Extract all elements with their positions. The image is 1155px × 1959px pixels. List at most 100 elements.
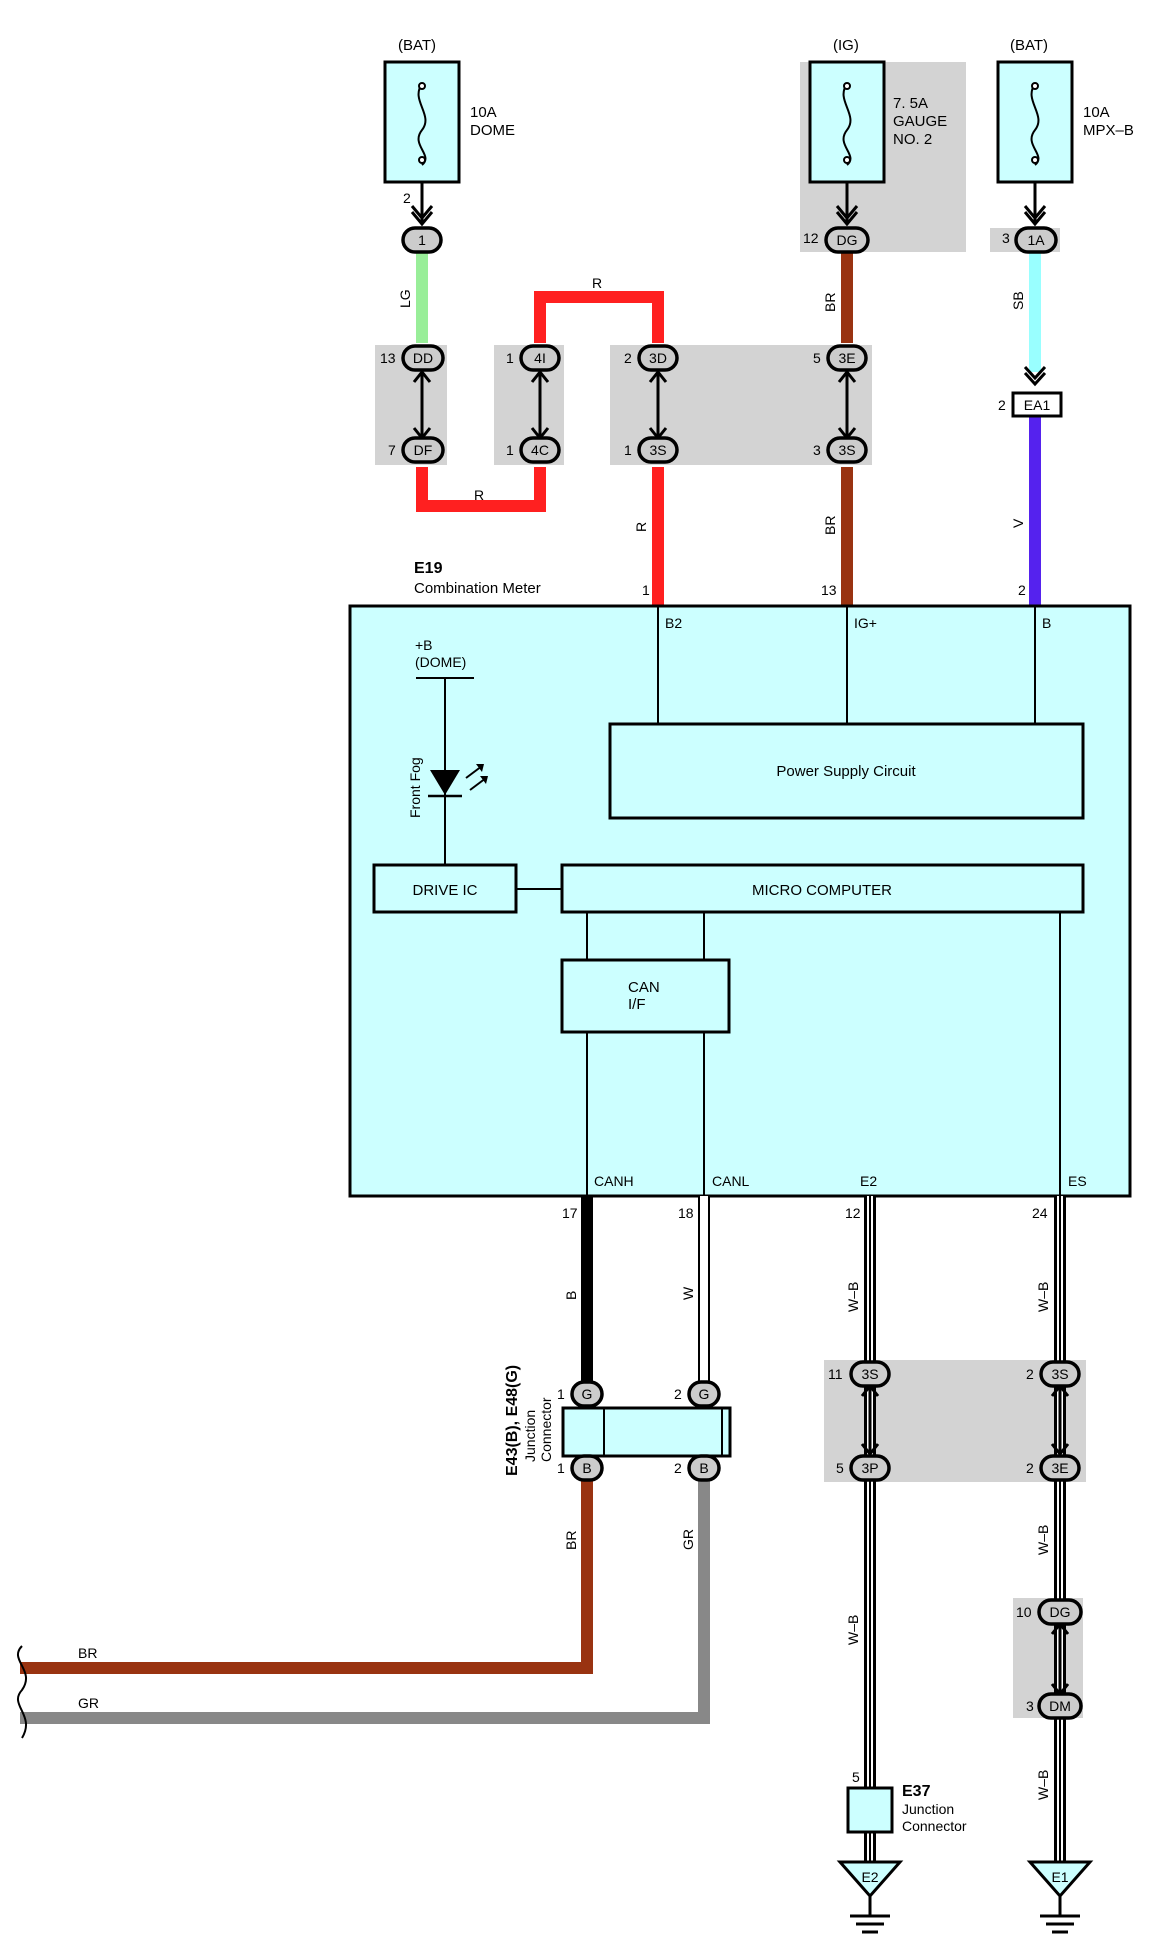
fuse-gauge-pin: 12 bbox=[803, 230, 819, 246]
meter-pin-13: 13 bbox=[821, 582, 837, 598]
wire-v-label: V bbox=[1010, 518, 1026, 528]
fuse-icon bbox=[417, 83, 427, 166]
svg-text:3: 3 bbox=[813, 442, 821, 458]
svg-text:13: 13 bbox=[380, 350, 396, 366]
svg-text:1A: 1A bbox=[1027, 232, 1045, 248]
double-arrows-top bbox=[412, 369, 857, 441]
svg-text:3S: 3S bbox=[861, 1366, 878, 1382]
svg-text:3: 3 bbox=[1026, 1698, 1034, 1714]
svg-text:11: 11 bbox=[828, 1366, 843, 1382]
ground-e1-icon: E1 bbox=[1026, 1860, 1094, 1934]
meter-pin-1: 1 bbox=[642, 582, 650, 598]
svg-text:2: 2 bbox=[998, 397, 1006, 413]
svg-text:1: 1 bbox=[506, 350, 514, 366]
svg-text:5: 5 bbox=[836, 1460, 844, 1476]
fuse-gauge-rating: 7. 5A bbox=[893, 95, 928, 112]
svg-text:2: 2 bbox=[1026, 1460, 1034, 1476]
fuse-mpx-rating: 10A bbox=[1083, 104, 1110, 121]
ground-e2-icon: E2 bbox=[836, 1860, 904, 1934]
svg-text:Connector: Connector bbox=[902, 1818, 967, 1834]
wire-br-left bbox=[20, 1478, 593, 1674]
power-supply-box bbox=[608, 722, 1085, 820]
fuse-mpx-name: MPX–B bbox=[1083, 122, 1134, 139]
connector-1: 1 bbox=[401, 226, 443, 254]
svg-text:2: 2 bbox=[1026, 1366, 1034, 1382]
fuse-icon bbox=[842, 83, 852, 166]
junction-e37: 5 E37 Junction Connector bbox=[846, 1769, 967, 1834]
wire-br-mid-label: BR bbox=[822, 516, 838, 535]
fuse-dome-name: DOME bbox=[470, 122, 515, 139]
connector-3s-bottom-right: 3S 2 bbox=[1026, 1360, 1081, 1388]
ea1-arrows bbox=[1023, 365, 1047, 387]
connector-1a: 1A bbox=[1014, 226, 1058, 254]
svg-text:DD: DD bbox=[413, 350, 433, 366]
svg-text:5: 5 bbox=[852, 1769, 860, 1785]
svg-text:1: 1 bbox=[557, 1460, 565, 1476]
wire-r-vert-label: R bbox=[633, 522, 649, 532]
connector-dm: DM 3 bbox=[1026, 1692, 1083, 1720]
svg-text:Connector: Connector bbox=[538, 1397, 554, 1462]
if-label: I/F bbox=[628, 996, 646, 1013]
wire-r-bottom bbox=[416, 467, 546, 512]
svg-text:2: 2 bbox=[674, 1386, 682, 1402]
connector-dg-top: DG bbox=[824, 226, 870, 254]
svg-text:Junction: Junction bbox=[522, 1410, 538, 1462]
svg-text:Junction: Junction bbox=[902, 1801, 954, 1817]
fuse-dome-rating: 10A bbox=[470, 104, 497, 121]
svg-text:3S: 3S bbox=[1051, 1366, 1068, 1382]
svg-text:7: 7 bbox=[388, 442, 396, 458]
drive-ic-label: DRIVE IC bbox=[412, 882, 477, 899]
fuse-dome-pin: 2 bbox=[403, 190, 411, 206]
svg-text:1: 1 bbox=[624, 442, 632, 458]
connector-4c: 4C 1 bbox=[506, 436, 561, 464]
pin-24: 24 bbox=[1032, 1205, 1048, 1221]
svg-text:B: B bbox=[582, 1460, 591, 1476]
wire-wb2-label: W–B bbox=[1035, 1282, 1051, 1312]
wire-wb3-label: W–B bbox=[845, 1615, 861, 1645]
meter-pin-2: 2 bbox=[1018, 582, 1026, 598]
svg-text:E1: E1 bbox=[1051, 1869, 1068, 1885]
front-fog-label: Front Fog bbox=[407, 757, 423, 818]
drive-ic-box bbox=[372, 863, 518, 914]
connector-3s-bottom-left: 3S 11 bbox=[828, 1360, 891, 1388]
svg-text:3S: 3S bbox=[838, 442, 855, 458]
meter-b2-label: B2 bbox=[665, 615, 682, 631]
power-supply-label: Power Supply Circuit bbox=[776, 763, 916, 780]
svg-text:DF: DF bbox=[414, 442, 433, 458]
svg-text:DG: DG bbox=[837, 232, 858, 248]
svg-text:DM: DM bbox=[1049, 1698, 1071, 1714]
pin-12: 12 bbox=[845, 1205, 861, 1221]
micro-computer-box bbox=[560, 863, 1085, 914]
meter-name: Combination Meter bbox=[414, 580, 541, 597]
wire-wb1-label: W–B bbox=[845, 1282, 861, 1312]
connector-3e: 3E 5 bbox=[813, 344, 868, 372]
svg-text:2: 2 bbox=[674, 1460, 682, 1476]
wire-r-top bbox=[534, 291, 664, 343]
svg-text:E37: E37 bbox=[902, 1783, 931, 1800]
svg-text:1: 1 bbox=[557, 1386, 565, 1402]
svg-text:B: B bbox=[699, 1460, 708, 1476]
fuse-dome: (BAT) 10A DOME 2 bbox=[383, 37, 515, 206]
svg-text:5: 5 bbox=[813, 350, 821, 366]
fuse-icon bbox=[1030, 83, 1040, 166]
connector-4i: 4I 1 bbox=[506, 344, 561, 372]
e2-label: E2 bbox=[860, 1173, 877, 1189]
meter-b-label: B bbox=[1042, 615, 1051, 631]
wire-br-junc-label: BR bbox=[563, 1531, 579, 1550]
svg-text:3E: 3E bbox=[838, 350, 855, 366]
pin-17: 17 bbox=[562, 1205, 578, 1221]
pin-18: 18 bbox=[678, 1205, 694, 1221]
wire-br-top-label: BR bbox=[822, 293, 838, 312]
canl-label: CANL bbox=[712, 1173, 750, 1189]
wire-gr-left-label: GR bbox=[78, 1695, 99, 1711]
svg-text:E43(B), E48(G): E43(B), E48(G) bbox=[504, 1365, 521, 1476]
fuse-arrows bbox=[410, 182, 1047, 227]
svg-text:10: 10 bbox=[1016, 1604, 1032, 1620]
wire-wb5-label: W–B bbox=[1035, 1770, 1051, 1800]
connector-df: DF 7 bbox=[388, 436, 445, 464]
wire-break-icon bbox=[16, 1645, 28, 1739]
fuse-mpx-pin: 3 bbox=[1002, 230, 1010, 246]
svg-text:4I: 4I bbox=[534, 350, 546, 366]
meter-id: E19 bbox=[414, 560, 443, 577]
